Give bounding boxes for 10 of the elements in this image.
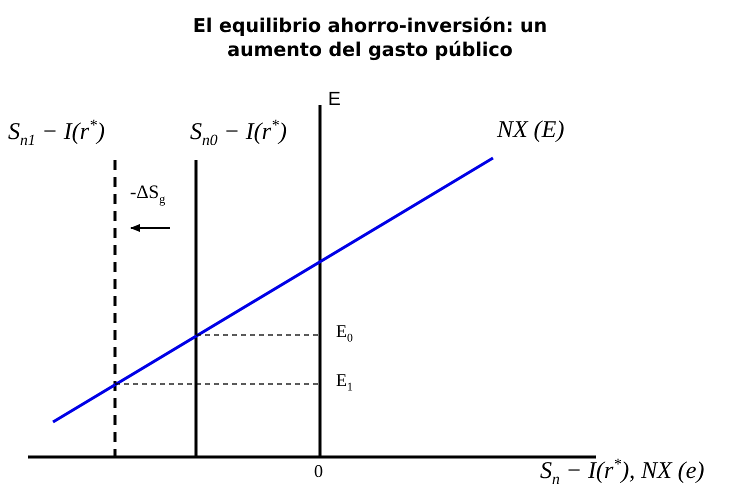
diagram-title: El equilibrio ahorro-inversión: un aumento del gasto público <box>192 14 548 62</box>
axis-label: E <box>328 90 341 111</box>
shift-label: -ΔS$_{g}$ <box>130 183 166 206</box>
origin-label: 0 <box>314 462 323 482</box>
equilibrium-label: E$_{0}$ <box>336 322 353 346</box>
curve-label: NX (E) <box>497 117 564 144</box>
curve-label: S$_{n0}$ − I(r$^{*}$) <box>190 117 287 149</box>
equilibrium-label: E$_{1}$ <box>336 371 353 394</box>
axis-label: S$_{n}$ − I(r$^{*}$), NX (e) <box>540 456 704 488</box>
curve-label: S$_{n1}$ − I(r$^{*}$) <box>8 117 105 149</box>
